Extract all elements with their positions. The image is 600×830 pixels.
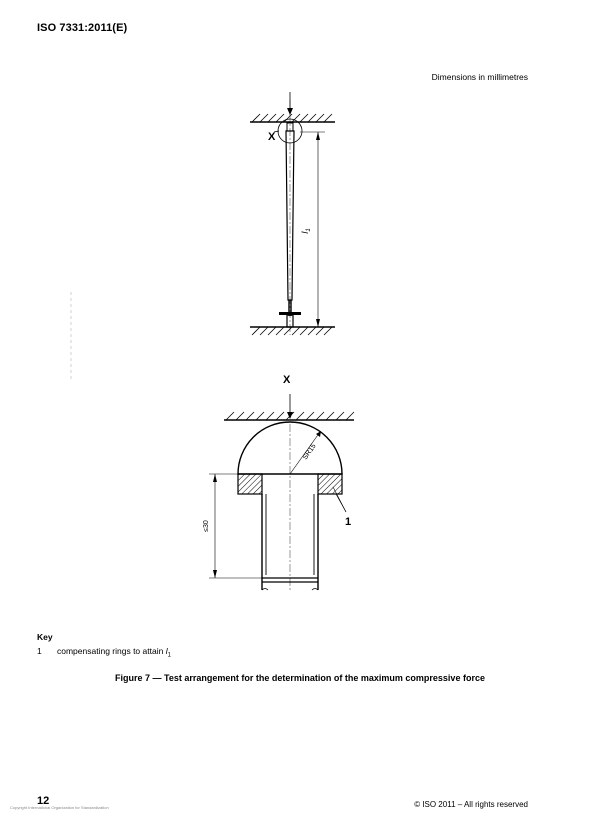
detail-plate-hatching: [225, 411, 355, 421]
callout-leader-b: [335, 493, 347, 513]
syringe-flange: [279, 312, 301, 315]
key-item-subscript: 1: [167, 652, 171, 659]
key-item: 1 compensating rings to attain l1: [37, 646, 171, 659]
scan-artifact: [70, 292, 72, 382]
compensating-ring-right: [317, 473, 343, 495]
key-item-text: compensating rings to attain l1: [57, 646, 171, 659]
dim-label-height: ≤30: [203, 520, 210, 532]
callout-number: 1: [345, 516, 351, 528]
bottom-plate-hatching: [251, 326, 333, 336]
key-item-number: 1: [37, 646, 42, 656]
detail-drawing: X SR15: [203, 374, 355, 592]
key-item-symbol: l: [165, 646, 168, 656]
header-standard: ISO 7331:2011(E): [37, 22, 128, 34]
radius-leader: [289, 431, 321, 475]
figure-caption: Figure 7 — Test arrangement for the dete…: [115, 673, 485, 683]
syringe-barrel: [285, 130, 295, 301]
copyright-source: Copyright International Organization for…: [10, 805, 109, 810]
page-number: 12: [37, 795, 50, 807]
upper-drawing: l1 X: [250, 92, 335, 336]
footer-copyright: © ISO 2011 – All rights reserved: [414, 800, 528, 809]
compensating-ring-left: [237, 473, 263, 495]
dimensions-note: Dimensions in millimetres: [431, 72, 528, 82]
detail-label-x: X: [268, 131, 276, 143]
top-plate-hatching: [251, 113, 333, 123]
detail-heading-x: X: [283, 374, 291, 386]
dim-label-l1: l1: [300, 228, 312, 233]
key-title: Key: [37, 632, 53, 642]
